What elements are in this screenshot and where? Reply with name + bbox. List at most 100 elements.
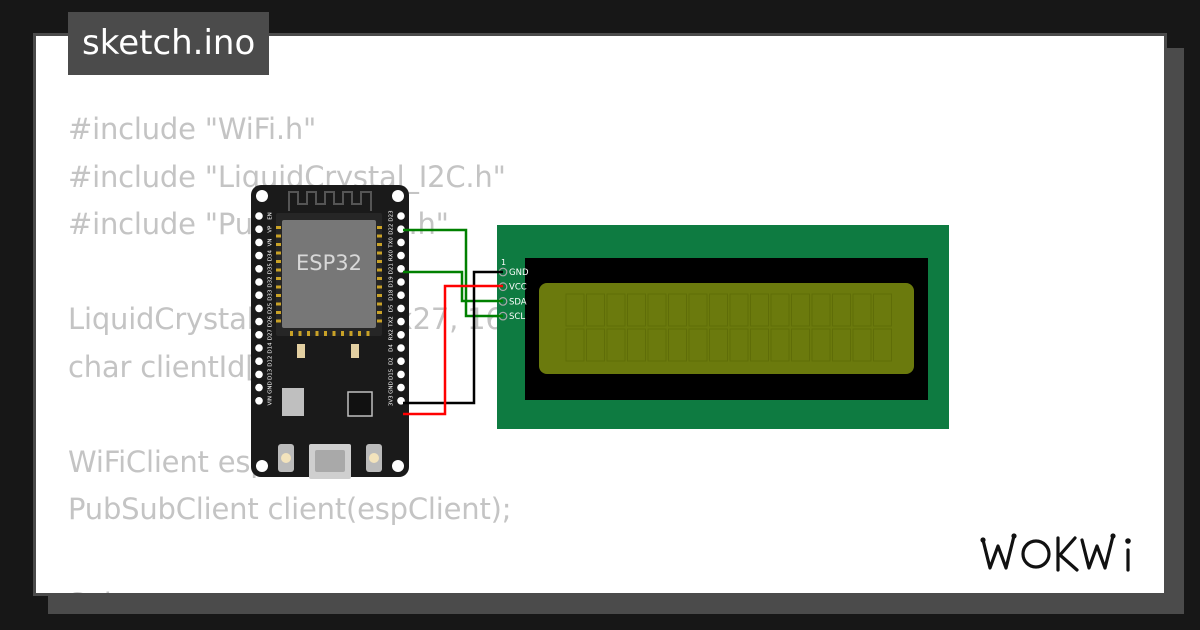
module-pad (377, 319, 382, 323)
wokwi-logo (980, 533, 1131, 572)
module-pad (276, 294, 281, 297)
lcd-cell (627, 328, 646, 362)
module-pad (276, 268, 281, 272)
esp32-pin[interactable] (255, 317, 263, 326)
lcd-cell (873, 328, 892, 362)
module-pad (332, 331, 336, 336)
esp32-pin[interactable] (397, 331, 405, 339)
lcd-cell (791, 328, 810, 362)
lcd-cell (647, 328, 667, 362)
esp32-pin-label: D4 (389, 344, 395, 352)
esp32-pin-label: TX0 (389, 237, 395, 249)
esp32-pin[interactable] (397, 397, 405, 405)
module-pad (276, 311, 281, 314)
wire-scl[interactable] (403, 228, 503, 318)
code-line: #include "WiFi.h" (68, 112, 317, 146)
module-pad (276, 243, 281, 246)
logo-o (1021, 539, 1051, 569)
esp32-pin-label: D33 (268, 289, 274, 301)
esp32-pin[interactable] (397, 212, 405, 220)
module-pad (290, 331, 293, 336)
module-pad (377, 260, 382, 263)
lcd-cell (606, 328, 626, 362)
esp32-pin[interactable] (397, 383, 405, 392)
module-pad (377, 234, 382, 238)
wire-gnd[interactable] (403, 270, 503, 405)
esp32-pin-label: VIN (268, 396, 274, 406)
module-pads (276, 226, 382, 336)
lcd-cell (565, 328, 585, 362)
lcd-cell (668, 293, 687, 327)
esp32-pin-label: D23 (389, 210, 395, 222)
module-pad (324, 331, 327, 336)
esp32-pin[interactable] (255, 212, 263, 220)
module-pad (315, 331, 319, 336)
lcd-cell (729, 328, 749, 362)
esp32-pin[interactable] (397, 370, 405, 379)
esp32-pin[interactable] (255, 383, 263, 392)
lcd-cell (688, 328, 708, 362)
lcd-cell (668, 328, 687, 362)
esp32-pin[interactable] (397, 291, 405, 300)
module-pad (377, 285, 382, 289)
esp32-pin[interactable] (397, 238, 405, 247)
esp32-pin[interactable] (255, 265, 263, 273)
en-button-cap (281, 453, 291, 463)
module-pad (349, 331, 353, 336)
lcd-cell (873, 293, 892, 327)
lcd-cell (709, 328, 728, 362)
esp32-pin-label: D13 (268, 368, 274, 380)
esp32-pin[interactable] (255, 397, 263, 405)
file-tab[interactable]: sketch.ino (68, 12, 270, 75)
module-pad (377, 226, 382, 229)
logo-node (980, 537, 986, 543)
esp32-pin[interactable] (397, 304, 405, 313)
lcd-cells (565, 293, 892, 362)
module-pad (276, 285, 281, 289)
esp32-pin-label: TX2 (389, 316, 395, 328)
esp32-pin[interactable] (255, 225, 263, 233)
esp32-pin-label: VN (268, 238, 274, 246)
lcd-cell (606, 293, 626, 327)
esp32-chip-label: ESP32 (296, 251, 362, 275)
lcd-cell (852, 293, 872, 327)
lcd-cell (627, 293, 646, 327)
esp32-pin[interactable] (397, 344, 405, 352)
lcd-pin-label: SCL (509, 312, 525, 322)
esp32-pin[interactable] (397, 265, 405, 273)
esp32-pin[interactable] (255, 344, 263, 352)
esp32-pin[interactable] (255, 304, 263, 313)
esp32-pin[interactable] (397, 317, 405, 326)
esp32-pin[interactable] (397, 278, 405, 286)
lcd-cell (791, 293, 810, 327)
capacitor (351, 344, 359, 358)
esp32-pin[interactable] (255, 251, 263, 260)
esp32-pin-label: 3V3 (389, 395, 395, 406)
esp32-pin[interactable] (255, 331, 263, 339)
esp32-pin-label: VP (268, 225, 274, 233)
logo-w (981, 534, 1016, 570)
lcd-cell (770, 293, 790, 327)
module-pad (276, 234, 281, 238)
esp32-pin[interactable] (255, 238, 263, 247)
esp32-pin[interactable] (397, 225, 405, 233)
usb-chip (347, 391, 373, 417)
lcd-cell (647, 293, 667, 327)
lcd-cell (586, 293, 605, 327)
module-pad (377, 277, 382, 280)
esp32-pin[interactable] (255, 357, 263, 366)
module-pad (276, 302, 281, 306)
lcd-cell (750, 328, 769, 362)
esp32-pin[interactable] (255, 278, 263, 286)
esp32-pin[interactable] (255, 370, 263, 379)
lcd-cell (811, 293, 831, 327)
esp32-pin[interactable] (397, 357, 405, 366)
esp32-pin[interactable] (397, 251, 405, 260)
esp32-board[interactable]: ESP32 ENVPVND34D35D32D33D25D26D27D14D12D… (251, 185, 409, 479)
module-pad (276, 277, 281, 280)
lcd-cell (811, 328, 831, 362)
esp32-pin[interactable] (255, 291, 263, 300)
module-pad (276, 319, 281, 323)
wire-vcc[interactable] (403, 284, 503, 416)
